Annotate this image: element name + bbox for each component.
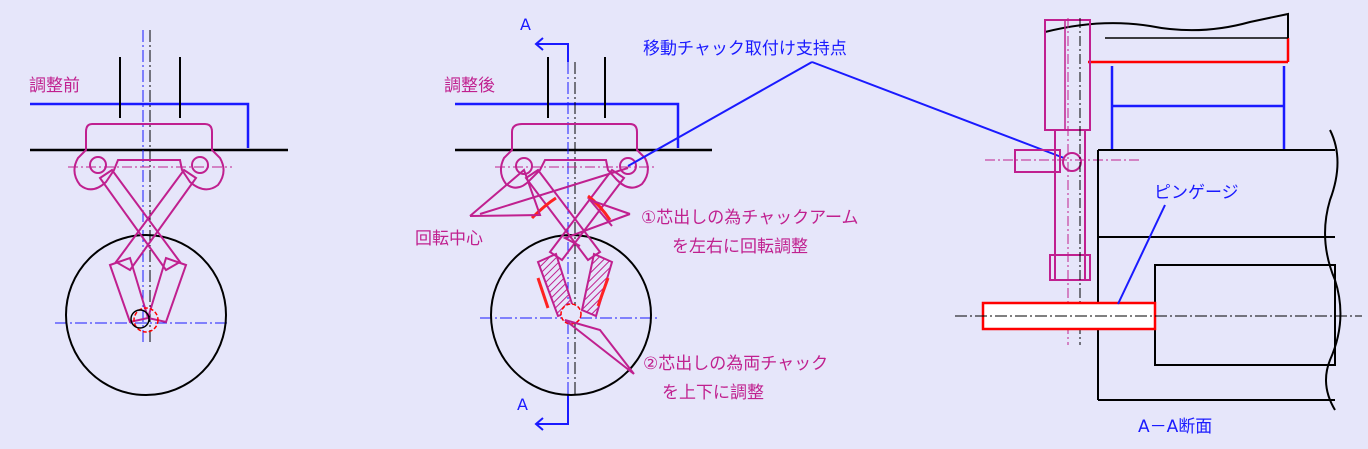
break-line-top bbox=[1044, 12, 1289, 38]
note2-line1: ②芯出しの為両チャック bbox=[643, 354, 828, 374]
section-title: A－A断面 bbox=[1138, 417, 1212, 437]
red-arrow-3 bbox=[536, 277, 550, 309]
middle-pivot-left bbox=[515, 157, 533, 175]
middle-frame bbox=[455, 102, 680, 148]
rotation-center-leader-2 bbox=[479, 167, 629, 215]
middle-view: 調整後 A A 回転中心 ①芯出しの為チャックアーム を左右に回転調整 ②芯出し… bbox=[415, 15, 859, 431]
section-arrow-bottom-head bbox=[534, 417, 544, 431]
support-leader-2 bbox=[811, 61, 1065, 159]
middle-view-title: 調整後 bbox=[444, 76, 495, 96]
rotation-center-label: 回転中心 bbox=[415, 229, 483, 249]
note1-line1: ①芯出しの為チャックアーム bbox=[641, 208, 859, 228]
left-pivot-right bbox=[191, 156, 209, 174]
left-pin-circle-inner bbox=[130, 309, 150, 329]
section-arrow-top-head bbox=[534, 37, 544, 51]
middle-pivot-right bbox=[619, 157, 637, 175]
left-pin-circle bbox=[133, 307, 159, 333]
workpiece-bore bbox=[1154, 264, 1336, 366]
section-mark-top: A bbox=[520, 15, 531, 34]
support-label: 移動チャック取付け支持点 bbox=[643, 39, 847, 59]
middle-chuck-body bbox=[500, 123, 649, 189]
left-jaw-left bbox=[108, 256, 150, 324]
right-view: ピンゲージ A－A断面 bbox=[955, 12, 1362, 437]
support-callout: 移動チャック取付け支持点 bbox=[627, 39, 1065, 167]
note1-line2: を左右に回転調整 bbox=[672, 237, 808, 257]
note1-leader bbox=[586, 197, 631, 227]
pin-gauge-leader bbox=[1117, 204, 1166, 305]
note1-leader-2 bbox=[562, 213, 631, 247]
rotation-center-leader bbox=[469, 168, 542, 217]
pin-gauge bbox=[981, 301, 1157, 331]
red-arrow-4 bbox=[596, 277, 610, 307]
section-arrow-top bbox=[536, 43, 569, 62]
red-arrow-2 bbox=[587, 194, 612, 221]
support-leader-1 bbox=[627, 61, 813, 167]
left-frame bbox=[30, 102, 250, 148]
left-view-title: 調整前 bbox=[29, 76, 80, 96]
middle-arm-a bbox=[524, 168, 602, 262]
left-workpiece-circle bbox=[65, 234, 227, 396]
left-chuck-body bbox=[73, 123, 225, 191]
pin-gauge-label: ピンゲージ bbox=[1154, 183, 1239, 203]
note2-line2: を上下に調整 bbox=[662, 383, 764, 403]
left-view: 調整前 bbox=[29, 30, 288, 396]
section-mark-bottom: A bbox=[517, 395, 528, 414]
left-pivot-left bbox=[89, 156, 107, 174]
chuck-mount bbox=[1014, 149, 1061, 173]
middle-jaw-right bbox=[580, 252, 614, 318]
note2-leader bbox=[564, 319, 635, 375]
chuck-bolt bbox=[1062, 152, 1082, 172]
left-jaw-right bbox=[146, 256, 188, 324]
section-arrow-bottom bbox=[536, 395, 569, 425]
chuck-lower-block bbox=[1049, 254, 1091, 281]
break-line-right bbox=[1324, 129, 1342, 411]
